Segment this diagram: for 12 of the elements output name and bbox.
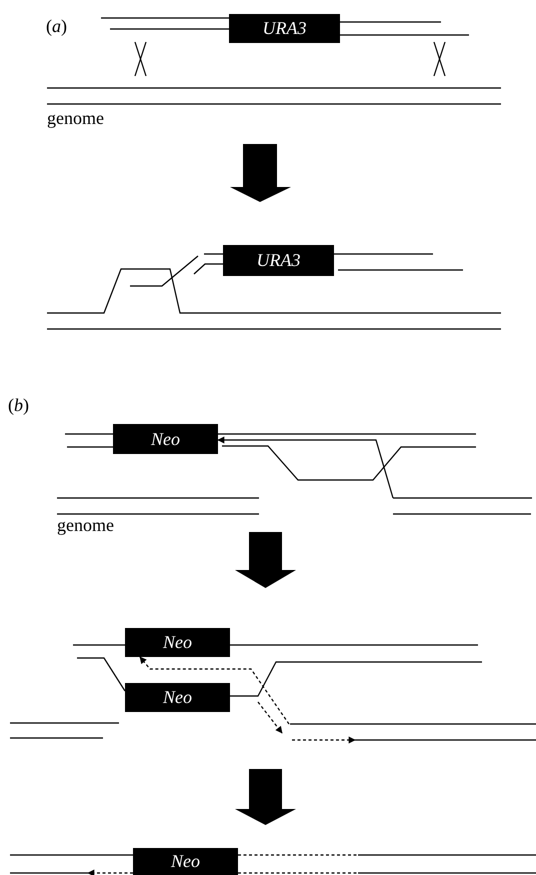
gene-box: Neo — [113, 424, 218, 454]
gene-box: Neo — [125, 683, 230, 712]
gene-box: Neo — [125, 628, 230, 657]
panel-label: (a) — [46, 17, 67, 35]
gene-box: URA3 — [229, 14, 340, 43]
genome-label: genome — [47, 109, 104, 127]
genome-label: genome — [57, 516, 114, 534]
strand-arrow — [217, 436, 394, 498]
panel-label: (b) — [8, 396, 29, 414]
gene-box: URA3 — [223, 245, 334, 276]
gene-box: Neo — [133, 848, 238, 875]
strand-arrow — [140, 656, 290, 724]
